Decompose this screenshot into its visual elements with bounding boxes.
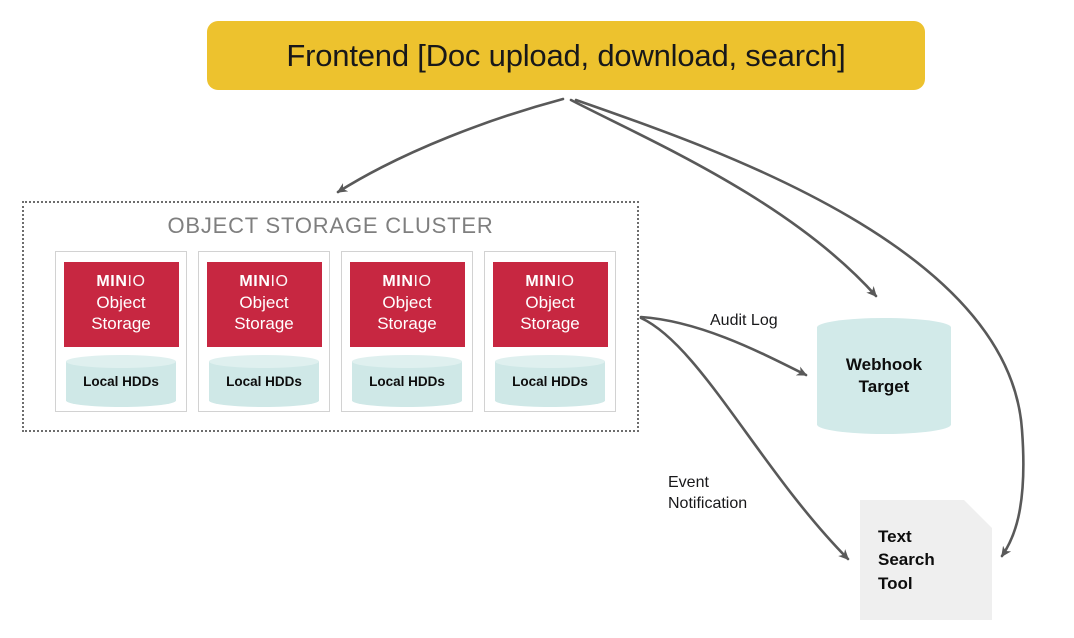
note-shape xyxy=(860,500,992,620)
webhook-label-line2: Target xyxy=(858,377,910,396)
text-search-tool-node[interactable]: Text Search Tool xyxy=(860,500,992,620)
text-search-tool-label: Text Search Tool xyxy=(878,500,935,620)
minio-role-line1: Object xyxy=(382,293,432,313)
webhook-target-node[interactable]: Webhook Target xyxy=(817,318,951,434)
minio-role-line2: Storage xyxy=(91,314,151,333)
local-hdds-cylinder: Local HDDs xyxy=(209,355,319,407)
local-hdds-label: Local HDDs xyxy=(83,373,159,389)
minio-role-label: Object Storage xyxy=(377,293,437,334)
minio-role-label: Object Storage xyxy=(91,293,151,334)
cylinder-top-ellipse xyxy=(66,355,176,368)
cluster-title: OBJECT STORAGE CLUSTER xyxy=(167,213,494,238)
minio-logo-light: IO xyxy=(270,273,289,291)
minio-role-line1: Object xyxy=(96,293,146,313)
minio-role-line2: Storage xyxy=(377,314,437,333)
cylinder-top-ellipse xyxy=(817,318,951,337)
local-hdds-label: Local HDDs xyxy=(512,373,588,389)
webhook-target-label: Webhook Target xyxy=(817,318,951,434)
cylinder-top-ellipse xyxy=(209,355,319,368)
minio-logo-light: IO xyxy=(127,273,146,291)
local-hdds-cylinder: Local HDDs xyxy=(352,355,462,407)
search-tool-line2: Search xyxy=(878,550,935,570)
search-tool-line1: Text xyxy=(878,527,912,547)
webhook-label-line1: Webhook xyxy=(845,355,923,375)
cylinder-top-ellipse xyxy=(495,355,605,368)
minio-role-line2: Storage xyxy=(520,314,580,333)
edge-frontend-to-search-tool xyxy=(574,98,1025,558)
minio-logo-bold: MIN xyxy=(382,273,414,291)
cylinder-body xyxy=(817,327,951,425)
minio-logo-bold: MIN xyxy=(96,273,128,291)
frontend-label: Frontend [Doc upload, download, search] xyxy=(286,37,846,73)
minio-role-label: Object Storage xyxy=(520,293,580,334)
minio-logo-light: IO xyxy=(556,273,575,291)
cylinder-top-ellipse xyxy=(352,355,462,368)
frontend-node[interactable]: Frontend [Doc upload, download, search] xyxy=(207,21,925,90)
local-hdds-cylinder: Local HDDs xyxy=(66,355,176,407)
minio-logo-light: IO xyxy=(413,273,432,291)
edge-label-audit-log: Audit Log xyxy=(710,312,778,329)
local-hdds-cylinder: Local HDDs xyxy=(495,355,605,407)
edge-cluster-to-frontend xyxy=(336,97,565,194)
minio-logo-bold: MIN xyxy=(239,273,271,291)
edge-label-event-notification: Event Notification xyxy=(668,474,748,512)
minio-role-line1: Object xyxy=(525,293,575,313)
local-hdds-label: Local HDDs xyxy=(369,373,445,389)
minio-role-label: Object Storage xyxy=(234,293,294,334)
search-tool-line3: Tool xyxy=(878,573,913,593)
minio-logo-bold: MIN xyxy=(525,273,557,291)
local-hdds-label: Local HDDs xyxy=(226,373,302,389)
minio-role-line2: Storage xyxy=(234,314,294,333)
minio-role-line1: Object xyxy=(239,293,289,313)
